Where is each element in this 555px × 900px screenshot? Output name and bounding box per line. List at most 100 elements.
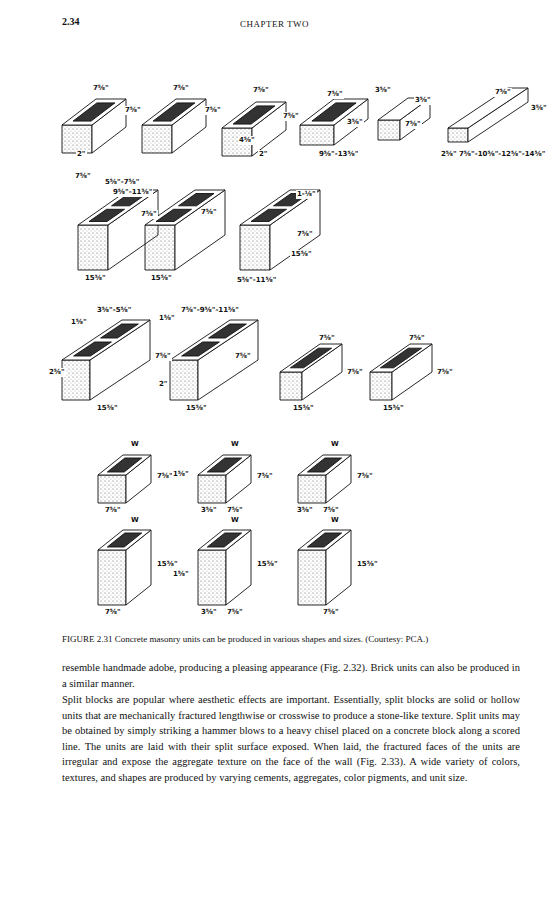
dimension-label: 2" [258, 150, 269, 159]
dimension-label: 7⅝" [104, 608, 122, 617]
dimension-label: 7⅝" [140, 210, 158, 219]
block-top [222, 102, 286, 128]
dimension-label: 15⅝" [382, 404, 405, 413]
block-core [380, 348, 421, 368]
dimension-label: 1⅝" [158, 314, 176, 323]
block-core [207, 533, 241, 547]
dimension-label: 7⅝"-10⅝"-12⅝"-14⅝" [458, 150, 546, 159]
block-face [280, 372, 302, 400]
dimension-label: 7⅝"-9⅝"-11⅝" [180, 306, 240, 315]
dimension-label: W [130, 516, 140, 525]
block-face [170, 360, 198, 400]
block-top [198, 530, 251, 550]
dimension-label: W [330, 440, 340, 449]
dimension-label: 7⅝" [322, 608, 340, 617]
dimension-label: 7⅝" [326, 90, 344, 99]
dimension-label: 15⅝" [256, 560, 279, 569]
dimension-label: 15⅝" [84, 274, 107, 283]
block-top [98, 530, 151, 550]
block-face [62, 360, 90, 400]
block-top [298, 530, 351, 550]
dimension-label: 7⅝" [318, 334, 336, 343]
body-paragraph: resemble handmade adobe, producing a ple… [62, 660, 520, 691]
block-top [98, 455, 151, 475]
dimension-label: 15⅝" [185, 404, 208, 413]
dimension-label: 7⅝" [74, 172, 92, 181]
block-face [142, 125, 172, 153]
dimension-label: 7⅝" [226, 608, 244, 617]
block-core [153, 103, 195, 121]
dimension-label: 7⅝" [296, 230, 314, 239]
block-face [62, 125, 92, 153]
block-face [240, 225, 270, 270]
dimension-label: 7⅝" [124, 106, 142, 115]
block-side [198, 320, 258, 400]
dimension-label: 3⅝" [296, 506, 314, 515]
block-face [145, 225, 175, 270]
dimension-label: 15⅝" [356, 560, 379, 569]
page-number: 2.34 [62, 16, 80, 27]
dimension-label: 15⅝" [156, 560, 179, 569]
block-core [251, 209, 287, 221]
block-face [298, 550, 326, 605]
block-side [90, 320, 150, 400]
dimension-label: 1⅝" [172, 470, 190, 479]
block-core [89, 209, 125, 221]
dimension-label: 3⅝" [530, 104, 548, 113]
block-core [209, 324, 247, 338]
dimension-label: 7⅝" [92, 84, 110, 93]
block-top [198, 455, 251, 475]
figure-caption: FIGURE 2.31 Concrete masonry units can b… [62, 634, 522, 644]
dimension-label: 3⅝" [414, 96, 432, 105]
dimension-label: 7⅝" [356, 472, 374, 481]
dimension-label: 15⅝" [290, 250, 313, 259]
block-face [298, 475, 326, 503]
dimension-label: 7⅝" [200, 208, 218, 217]
dimension-label: W [330, 516, 340, 525]
block-core [74, 342, 112, 356]
block-core [107, 533, 141, 547]
block-top [298, 455, 351, 475]
dimension-label: 7⅝" [404, 120, 422, 129]
dimension-label: 7⅝" [322, 506, 340, 515]
block-top [280, 344, 342, 372]
block-face [378, 120, 400, 140]
dimension-label: 7⅝" [408, 334, 426, 343]
block-top [448, 88, 528, 128]
block-face [98, 550, 126, 605]
dimension-label: 5⅝"-7⅝" [104, 178, 140, 187]
dimension-label: 4⅝" [238, 136, 256, 145]
block-face [198, 550, 226, 605]
dimension-label: 3⅝" [200, 506, 218, 515]
dimension-label: 1⅝" [70, 318, 88, 327]
dimension-label: 15⅝" [96, 404, 119, 413]
block-core [179, 194, 215, 206]
dimension-label: 7⅝" [346, 368, 364, 377]
block-core [207, 458, 241, 472]
block-top [145, 190, 225, 225]
dimension-label: 7⅝" [104, 506, 122, 515]
dimension-label: 1-⅛" [296, 190, 317, 199]
block-top [62, 99, 126, 125]
dimension-label: 3⅝" [374, 86, 392, 95]
block-core [73, 103, 115, 121]
dimension-label: 15⅝" [150, 274, 173, 283]
dimension-label: 3⅝"-5⅝" [96, 306, 132, 315]
dimension-label: 15⅝" [292, 404, 315, 413]
dimension-label: 7⅝" [154, 352, 172, 361]
dimension-label: W [230, 440, 240, 449]
dimension-label: 7⅝" [234, 352, 252, 361]
dimension-label: 5⅝"-11⅝" [236, 276, 277, 285]
block-core [290, 348, 331, 368]
dimension-label: W [230, 516, 240, 525]
block-face [78, 225, 108, 270]
block-top [170, 320, 258, 360]
block-core [107, 458, 141, 472]
dimension-label: 2" [76, 150, 87, 159]
dimension-label: 7⅝" [226, 506, 244, 515]
dimension-label: 7⅝" [204, 106, 222, 115]
block-top [240, 190, 320, 225]
dimension-label: 7⅝" [256, 472, 274, 481]
block-face [448, 128, 468, 142]
dimension-label: 7⅝" [282, 112, 300, 121]
